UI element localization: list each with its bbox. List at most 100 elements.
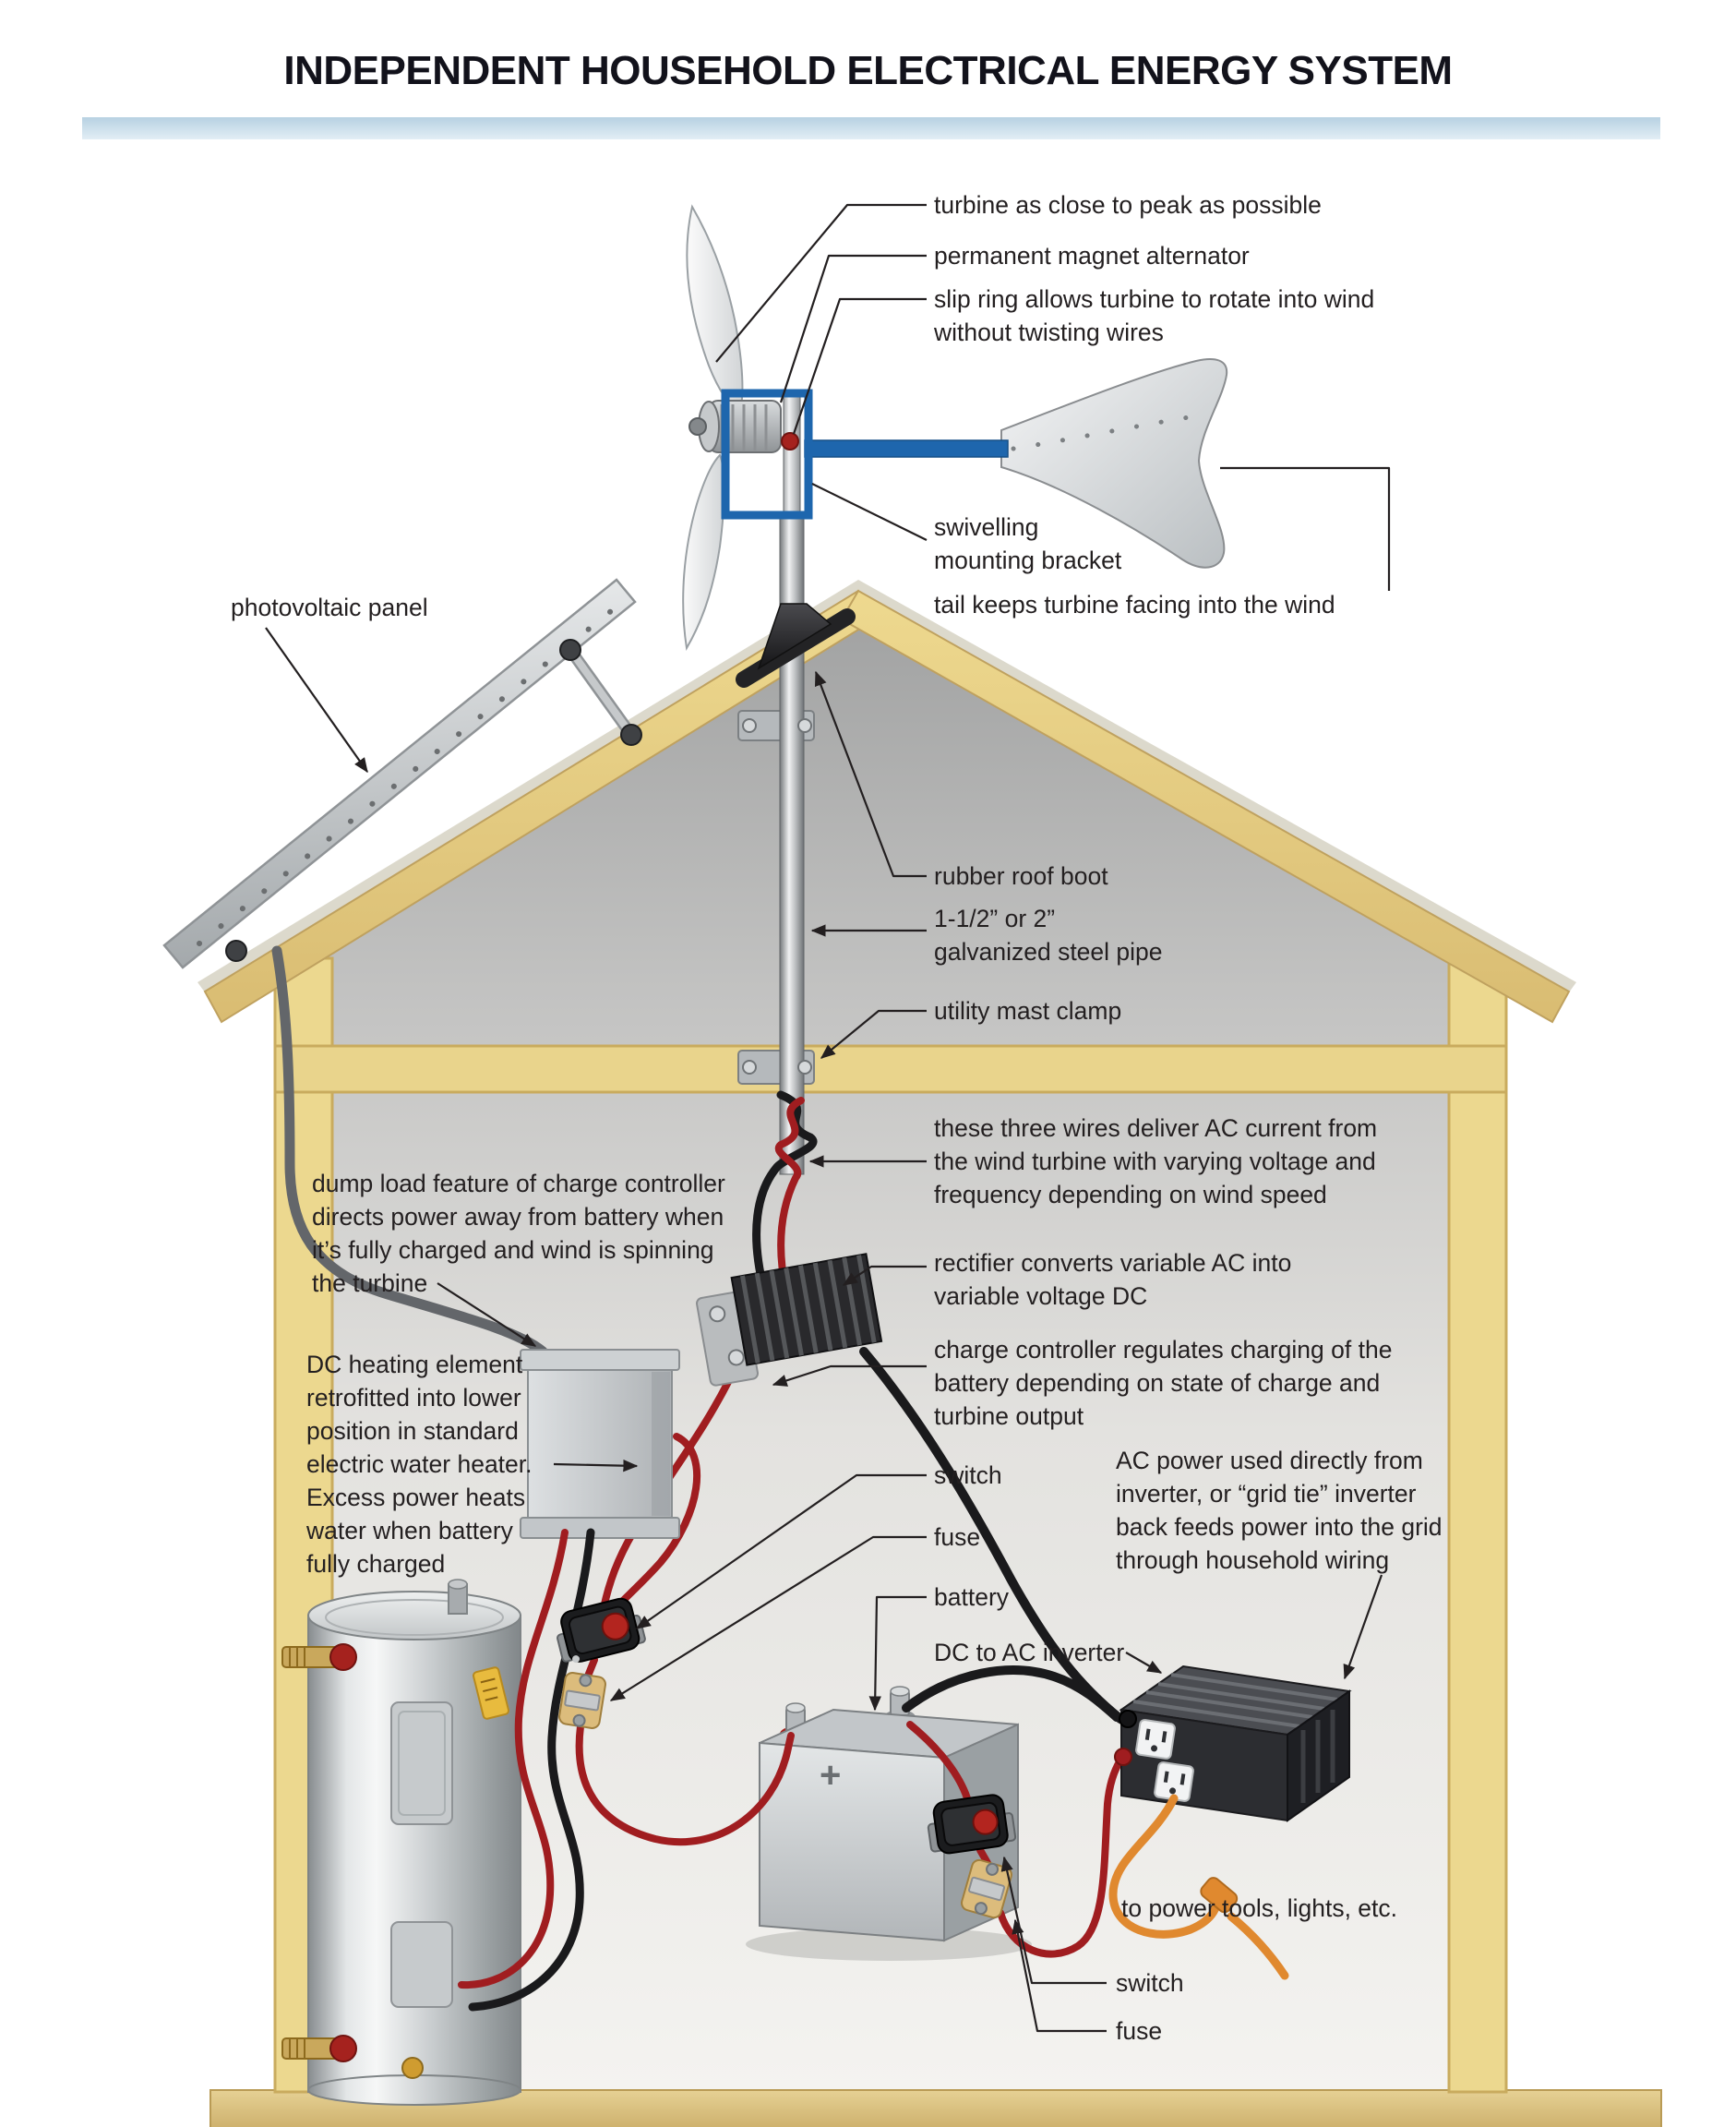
heater-top-inner xyxy=(325,1599,504,1636)
fuse-1 xyxy=(558,1672,606,1729)
red-wire-fuse-to-battery xyxy=(575,1723,795,1846)
label-slip-ring: slip ring allows turbine to rotate into … xyxy=(934,285,1375,346)
swivelling-mounting-bracket xyxy=(721,389,813,520)
pipe-threads xyxy=(289,2038,305,2059)
leader-mast-clamp xyxy=(820,1009,927,1059)
battery-shadow xyxy=(746,1928,1032,1961)
clamp-bolt xyxy=(742,718,757,733)
red-wire-fuse2-to-inverter xyxy=(997,1755,1125,1958)
label-fuse-2: fuse xyxy=(1116,2017,1163,2045)
heater-lower-panel xyxy=(390,1921,453,2008)
clamp-bolt xyxy=(797,1060,812,1075)
label-switch-2: switch xyxy=(1116,1969,1184,1997)
rubber-roof-boot xyxy=(757,603,832,670)
panel-bolt xyxy=(559,639,581,661)
roof-deck-left xyxy=(198,580,858,992)
inverter-terminal-black xyxy=(1119,1710,1137,1728)
heater-top xyxy=(307,1591,521,1640)
ac-outlet-lower xyxy=(1154,1761,1194,1802)
leader-tail xyxy=(1220,466,1391,591)
leader-charge-controller xyxy=(772,1364,927,1387)
heater-upper-panel-inner xyxy=(398,1711,446,1816)
label-mounting-bracket: swivelling mounting bracket xyxy=(934,513,1122,574)
fuse-cap xyxy=(986,1862,1000,1876)
pv-conduit xyxy=(271,945,548,1357)
leader-switch-1 xyxy=(635,1473,927,1629)
leader-photovoltaic-panel xyxy=(265,627,368,774)
cord-tail xyxy=(1227,1912,1289,1980)
roof-deck-right xyxy=(858,580,1576,992)
header-divider xyxy=(82,117,1660,139)
cord-plug xyxy=(1200,1877,1239,1914)
leader-ac-power xyxy=(1343,1574,1383,1680)
swivelling-bracket-arm xyxy=(804,439,1009,458)
label-power-tools: to power tools, lights, etc. xyxy=(1121,1894,1398,1922)
controller-top-flange xyxy=(520,1349,680,1371)
roof-boot-flange xyxy=(736,608,856,688)
mast-wire-red xyxy=(774,1097,805,1296)
ac-outlet-upper xyxy=(1135,1719,1176,1760)
leader-fuse-2 xyxy=(1012,1918,1107,2033)
leader-dump-load xyxy=(437,1282,537,1347)
label-switch-1: switch xyxy=(934,1461,1002,1489)
turbine-blade-lower xyxy=(682,453,725,651)
red-wire-to-heater-element xyxy=(458,1529,569,1989)
heatsink-fins xyxy=(740,1255,877,1364)
rectifier-bolt xyxy=(709,1305,726,1323)
clamp-bolt xyxy=(742,1060,757,1075)
panel-strut xyxy=(567,647,635,738)
label-fuse-1: fuse xyxy=(934,1523,981,1551)
fuse-2 xyxy=(961,1858,1012,1919)
label-charge-controller: charge controller regulates charging of … xyxy=(934,1336,1393,1430)
fuse-clip xyxy=(967,1876,1006,1902)
rectifier-bolt xyxy=(727,1349,745,1366)
wiring-front xyxy=(458,1528,1125,2012)
fuse-cap xyxy=(974,1902,988,1916)
label-roof-boot: rubber roof boot xyxy=(934,862,1108,890)
water-heater xyxy=(281,1579,521,2106)
panel-rail xyxy=(162,578,637,969)
label-three-wires: these three wires deliver AC current fro… xyxy=(934,1114,1378,1208)
fuse-cap xyxy=(579,1674,593,1688)
label-ac-power: AC power used directly from inverter, or… xyxy=(1116,1447,1443,1574)
label-battery: battery xyxy=(934,1583,1010,1611)
battery-terminal-right-top xyxy=(890,1686,910,1697)
switch-red-button xyxy=(601,1612,629,1640)
charge-controller-box xyxy=(520,1349,680,1539)
ceiling-band xyxy=(273,1044,1508,1094)
red-wire-switch2-to-fuse2 xyxy=(976,1846,991,1867)
switch-screw xyxy=(572,1655,581,1664)
label-mast-clamp: utility mast clamp xyxy=(934,997,1122,1025)
inverter-illustration xyxy=(1114,1664,1352,1822)
battery-front-face xyxy=(759,1741,945,1942)
clamp-bolt xyxy=(797,718,812,733)
label-photovoltaic-panel: photovoltaic panel xyxy=(231,594,428,621)
page-title: INDEPENDENT HOUSEHOLD ELECTRICAL ENERGY … xyxy=(283,48,1453,93)
label-turbine-peak: turbine as close to peak as possible xyxy=(934,191,1322,219)
panel-bolt xyxy=(225,940,247,962)
turbine-blade-upper xyxy=(686,204,744,415)
turbine-tail xyxy=(1000,357,1228,569)
inverter-top-vents xyxy=(1132,1673,1338,1728)
leader-mounting-bracket xyxy=(811,483,928,541)
cord-loop xyxy=(1108,1794,1222,1939)
fuse-cap xyxy=(572,1713,586,1727)
leader-inverter xyxy=(1125,1652,1163,1674)
black-wire-battery-to-inverter xyxy=(902,1665,1121,1722)
battery-plus-mark: + xyxy=(820,1755,841,1796)
controller-bottom-flange xyxy=(520,1517,680,1539)
heater-bottom xyxy=(307,2074,521,2106)
label-tail: tail keeps turbine facing into the wind xyxy=(934,591,1335,619)
black-wire-rectifier-to-inverter xyxy=(859,1347,1125,1724)
red-wire-battery-to-switch2 xyxy=(906,1721,971,1802)
label-dump-load: dump load feature of charge controller d… xyxy=(312,1170,725,1297)
label-inverter: DC to AC inverter xyxy=(934,1639,1125,1666)
heater-drain-valve xyxy=(401,2057,424,2079)
panel-bolt xyxy=(620,724,642,746)
leader-battery xyxy=(868,1595,927,1712)
inverter-terminal-red xyxy=(1114,1748,1132,1766)
label-steel-pipe: 1-1/2” or 2” galvanized steel pipe xyxy=(934,905,1163,966)
heater-valve-upper xyxy=(329,1643,357,1671)
